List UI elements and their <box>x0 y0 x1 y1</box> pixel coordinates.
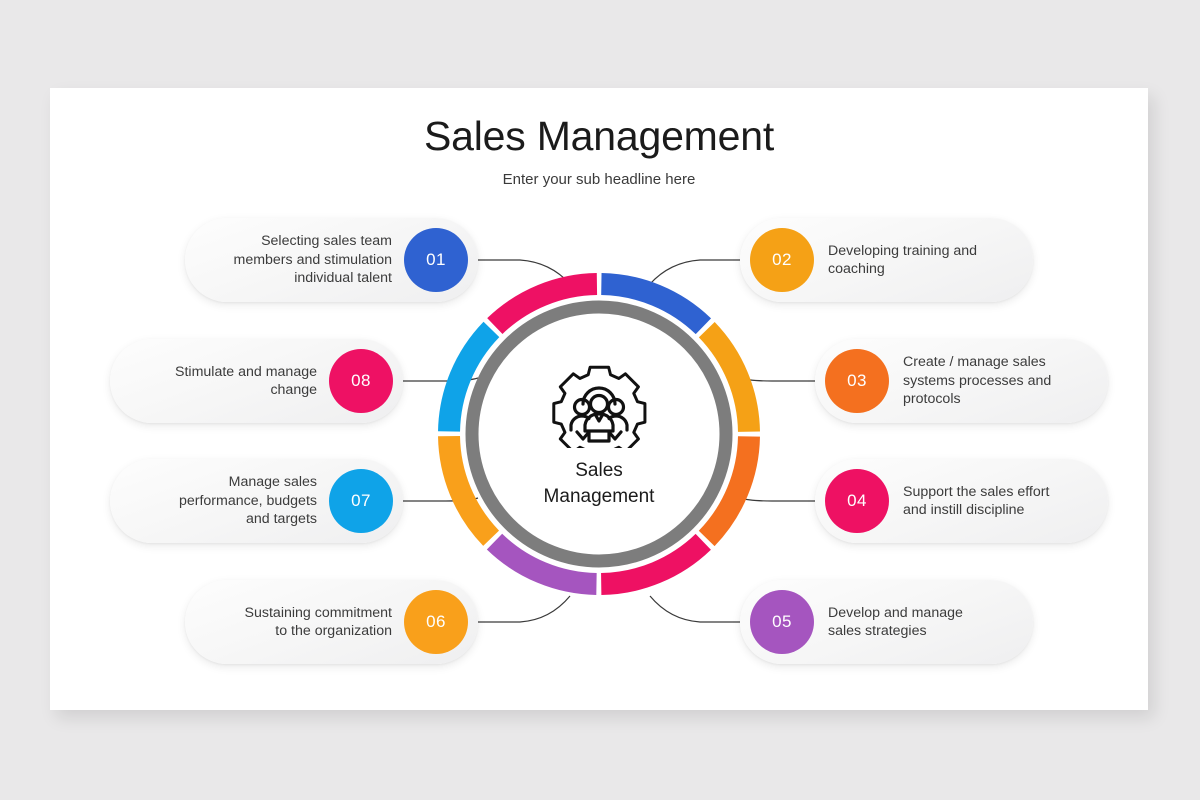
item-card-04-number[interactable]: 04 <box>825 469 889 533</box>
item-card-08[interactable]: Stimulate and manage change 08 <box>110 339 403 423</box>
item-card-01-number[interactable]: 01 <box>404 228 468 292</box>
donut-wheel <box>428 263 770 605</box>
item-card-07-text: Manage sales performance, budgets and ta… <box>178 474 317 528</box>
item-card-04-text: Support the sales effort and instill dis… <box>903 483 1050 519</box>
item-card-02-number[interactable]: 02 <box>750 228 814 292</box>
item-card-05[interactable]: 05 Develop and manage sales strategies <box>740 580 1033 664</box>
item-card-01[interactable]: Selecting sales team members and stimula… <box>185 218 478 302</box>
item-card-03-text: Create / manage sales systems processes … <box>903 354 1052 408</box>
item-card-03-number[interactable]: 03 <box>825 349 889 413</box>
item-card-06-text: Sustaining commitment to the organizatio… <box>244 604 392 640</box>
item-card-08-number[interactable]: 08 <box>329 349 393 413</box>
item-card-04[interactable]: 04 Support the sales effort and instill … <box>815 459 1108 543</box>
wheel-inner-face <box>479 314 719 554</box>
item-card-05-text: Develop and manage sales strategies <box>828 604 963 640</box>
item-card-02-text: Developing training and coaching <box>828 242 978 278</box>
page-subtitle: Enter your sub headline here <box>502 171 696 188</box>
item-card-07[interactable]: Manage sales performance, budgets and ta… <box>110 459 403 543</box>
page-title: Sales Management <box>423 113 775 159</box>
wheel-inner-ring <box>465 300 733 568</box>
item-card-06-number[interactable]: 06 <box>404 590 468 654</box>
item-card-03[interactable]: 03 Create / manage sales systems process… <box>815 339 1108 423</box>
item-card-08-text: Stimulate and manage change <box>175 363 317 399</box>
item-card-06[interactable]: Sustaining commitment to the organizatio… <box>185 580 478 664</box>
item-card-02[interactable]: 02 Developing training and coaching <box>740 218 1033 302</box>
item-card-07-number[interactable]: 07 <box>329 469 393 533</box>
item-card-05-number[interactable]: 05 <box>750 590 814 654</box>
item-card-01-text: Selecting sales team members and stimula… <box>233 233 393 287</box>
slide-canvas: Sales Management Enter your sub headline… <box>50 88 1148 710</box>
